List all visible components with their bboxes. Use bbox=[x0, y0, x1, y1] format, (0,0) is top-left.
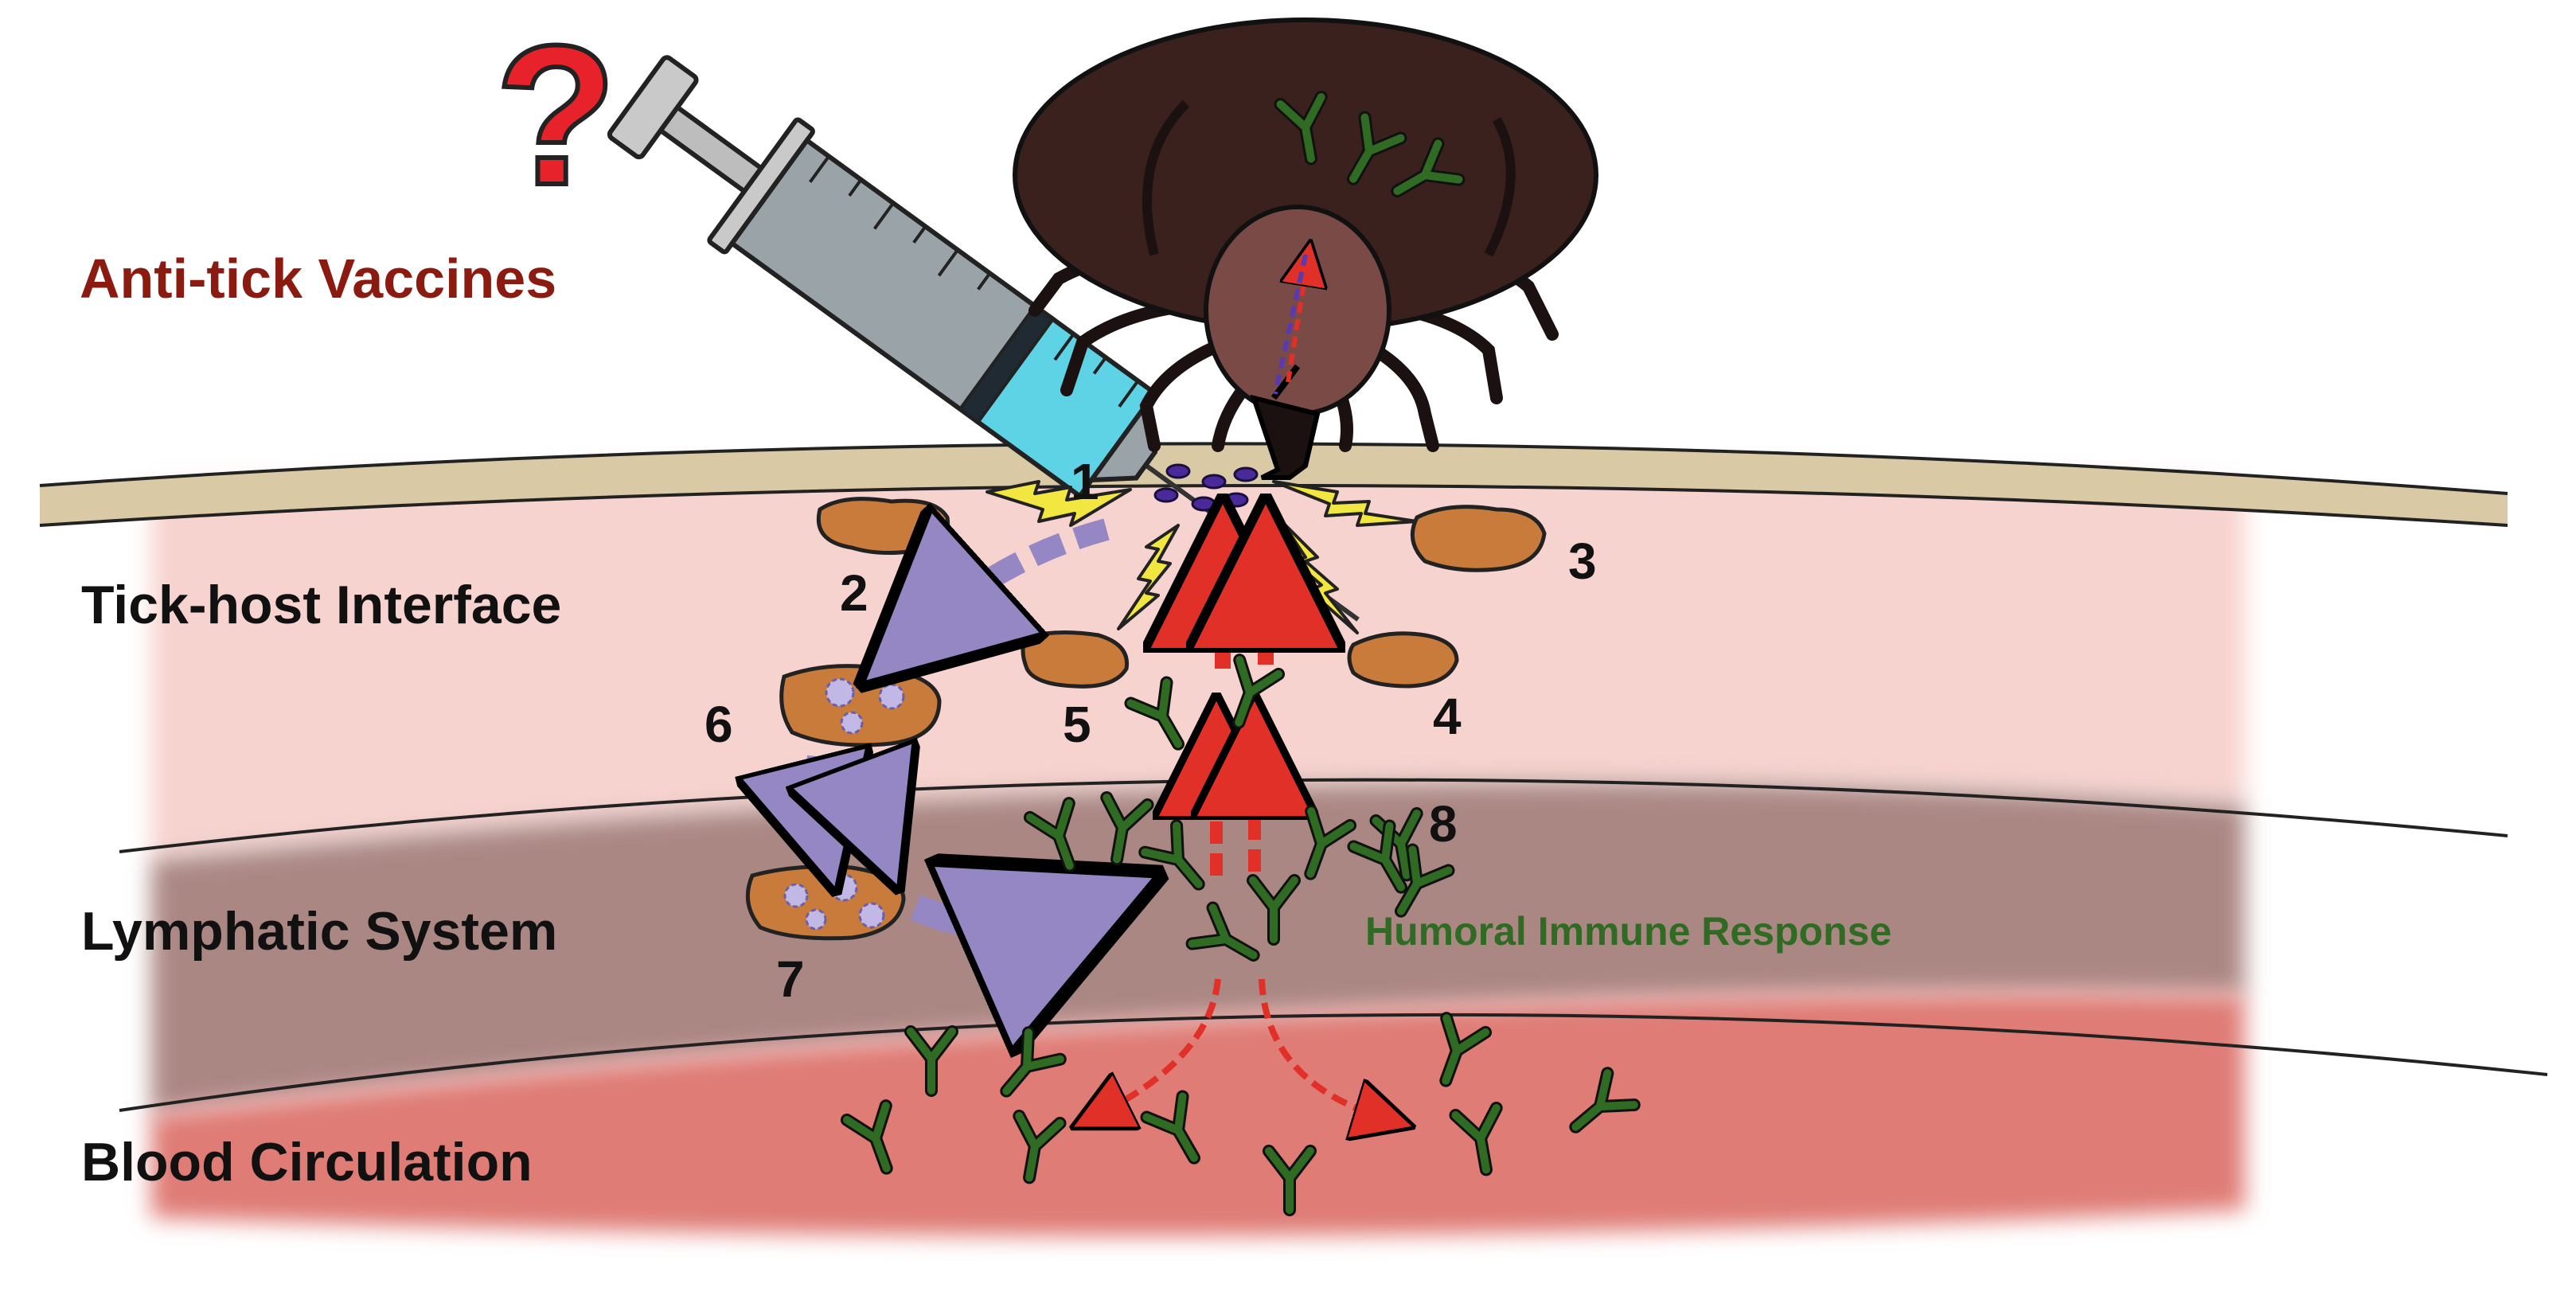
syringe-icon bbox=[607, 55, 1360, 622]
layer-label-lymphatic-system: Lymphatic System bbox=[81, 901, 558, 962]
step-number-3: 3 bbox=[1568, 533, 1597, 590]
immune-cell-7 bbox=[745, 864, 906, 941]
antibody-icon bbox=[1100, 791, 1154, 866]
tissue-layers bbox=[39, 442, 2548, 1236]
step-number-5: 5 bbox=[1063, 696, 1091, 753]
purple-arrow bbox=[864, 760, 876, 828]
antibody-icon bbox=[1263, 1145, 1317, 1216]
antibody-transport-arrows bbox=[1099, 255, 1385, 1118]
antibody-icon bbox=[1274, 91, 1328, 166]
antibody-icon bbox=[1023, 797, 1076, 872]
tick-host-interface-layer bbox=[151, 466, 2245, 860]
antibody-icon bbox=[1185, 901, 1260, 962]
layer-label-tick-host-interface: Tick-host Interface bbox=[81, 575, 562, 635]
antibody-icon bbox=[1140, 1090, 1200, 1165]
step-number-6: 6 bbox=[704, 696, 733, 753]
step-number-1: 1 bbox=[1071, 453, 1099, 510]
blood-circulation-layer bbox=[151, 993, 2245, 1236]
step-number-7: 7 bbox=[776, 950, 805, 1008]
blue-arrow bbox=[1273, 254, 1308, 395]
antibody-icon bbox=[1395, 843, 1455, 918]
layer-label-blood-circulation: Blood Circulation bbox=[81, 1132, 533, 1192]
antibody-icon bbox=[1232, 654, 1286, 729]
immune-cell-6 bbox=[779, 664, 942, 747]
step-number-2: 2 bbox=[840, 564, 868, 622]
humoral-immune-response-label: Humoral Immune Response bbox=[1365, 909, 1892, 954]
antibody-icon bbox=[1013, 1110, 1067, 1184]
immune-cell-5 bbox=[1021, 630, 1130, 689]
antibody-icon bbox=[1000, 1026, 1067, 1098]
antibody-icon bbox=[1369, 807, 1423, 882]
immune-cell-4 bbox=[1347, 631, 1459, 689]
antibody-icon bbox=[1138, 819, 1205, 891]
antibody-icon bbox=[904, 1025, 958, 1097]
antigen-transport-arrows bbox=[814, 529, 1107, 927]
bolt-icon bbox=[986, 480, 1132, 527]
antibody-icon bbox=[1449, 1102, 1503, 1176]
diagram-title: Anti-tick Vaccines bbox=[80, 248, 557, 310]
step-number-4: 4 bbox=[1433, 688, 1462, 745]
antibody-icon bbox=[1569, 1067, 1641, 1134]
red-arrow bbox=[1288, 263, 1307, 383]
immune-cell-3 bbox=[1410, 505, 1547, 572]
antibody-icon bbox=[840, 1099, 893, 1175]
red-arrow bbox=[1099, 978, 1221, 1114]
antibody-icon bbox=[1304, 805, 1357, 880]
antibody-icon bbox=[1247, 874, 1301, 946]
antibody-icon bbox=[1347, 819, 1407, 894]
purple-arrow bbox=[910, 907, 1067, 927]
immune-cell-2 bbox=[816, 497, 950, 555]
question-mark: ? bbox=[493, 4, 619, 226]
antibody-icon bbox=[1439, 1012, 1493, 1087]
antibody-icon bbox=[1124, 676, 1185, 751]
antibodies bbox=[840, 91, 1641, 1216]
purple-arrow bbox=[923, 529, 1110, 629]
antibody-icon bbox=[1391, 137, 1466, 197]
step-number-8: 8 bbox=[1429, 795, 1458, 853]
red-arrow bbox=[1259, 978, 1385, 1118]
antibody-icon bbox=[1347, 111, 1407, 185]
tick-mouthparts bbox=[1250, 394, 1321, 480]
